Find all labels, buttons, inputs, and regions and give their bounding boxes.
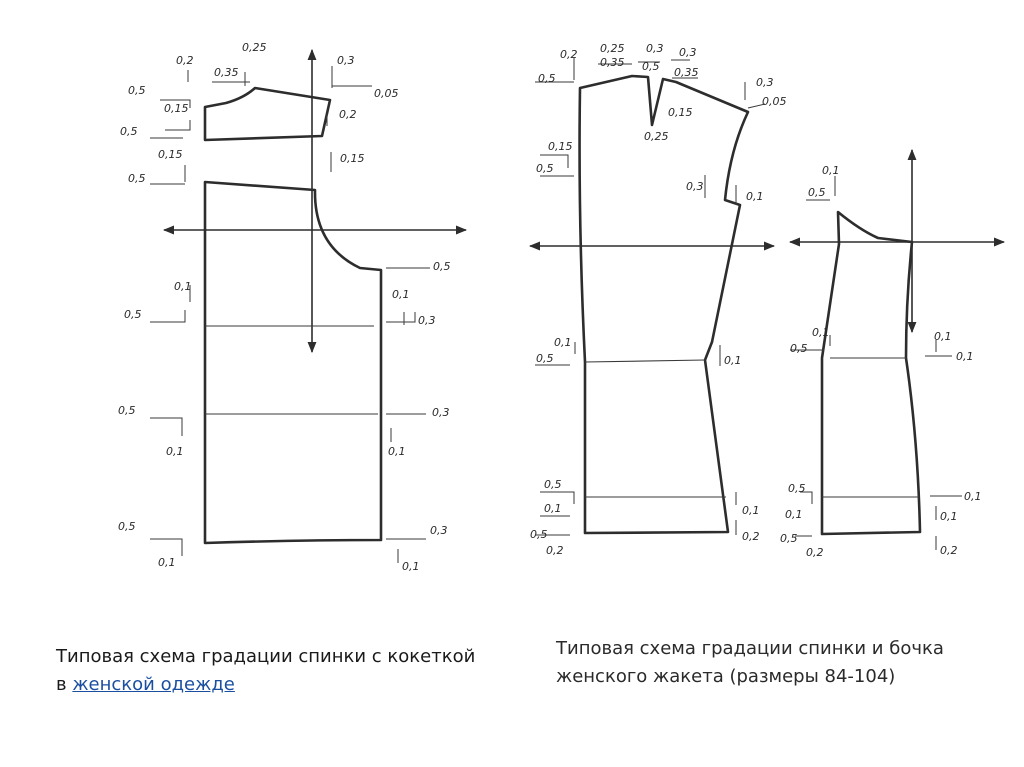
dim-label: 0,1 xyxy=(174,280,192,293)
dim-label: 0,5 xyxy=(120,125,138,138)
dim-label: 0,2 xyxy=(742,530,760,543)
dim-label: 0,05 xyxy=(762,95,787,108)
dim-label: 0,25 xyxy=(600,42,625,55)
dim-label: 0,5 xyxy=(788,482,806,495)
dim-label: 0,35 xyxy=(600,56,625,69)
jacket-back-outline xyxy=(578,74,750,535)
dim-label: 0,3 xyxy=(686,180,704,193)
back-outline xyxy=(203,180,383,545)
dim-label: 0,3 xyxy=(646,42,664,55)
dim-label: 0,5 xyxy=(124,308,142,321)
dim-label: 0,1 xyxy=(158,556,176,569)
dim-label: 0,3 xyxy=(337,54,355,67)
left-caption: Типовая схема градации спинки с кокеткой… xyxy=(56,643,536,699)
dim-label: 0,1 xyxy=(544,502,562,515)
dim-label: 0,5 xyxy=(790,342,808,355)
dim-label: 0,3 xyxy=(430,524,448,537)
dim-label: 0,05 xyxy=(374,87,399,100)
dim-label: 0,25 xyxy=(644,130,669,143)
right-caption-line1: Типовая схема градации спинки и бочка xyxy=(556,638,944,659)
dim-label: 0,15 xyxy=(668,106,693,119)
dim-label: 0,1 xyxy=(964,490,982,503)
dim-label: 0,5 xyxy=(118,520,136,533)
dim-label: 0,5 xyxy=(780,532,798,545)
dim-label: 0,2 xyxy=(560,48,578,61)
dim-label: 0,2 xyxy=(546,544,564,557)
dim-label: 0,15 xyxy=(548,140,573,153)
dim-label: 0,15 xyxy=(164,102,189,115)
dim-label: 0,5 xyxy=(128,84,146,97)
dim-label: 0,1 xyxy=(392,288,410,301)
dim-label: 0,5 xyxy=(433,260,451,273)
side-piece-outline xyxy=(820,210,922,536)
dim-label: 0,3 xyxy=(432,406,450,419)
dim-label: 0,2 xyxy=(176,54,194,67)
middle-dimension-leaders xyxy=(535,58,766,536)
dim-label: 0,5 xyxy=(128,172,146,185)
dim-label: 0,3 xyxy=(756,76,774,89)
left-caption-line2: в женской одежде xyxy=(56,671,536,699)
left-caption-prefix: в xyxy=(56,674,67,695)
dim-label: 0,1 xyxy=(166,445,184,458)
dim-label: 0,2 xyxy=(339,108,357,121)
dim-label: 0,35 xyxy=(674,66,699,79)
middle-figure-jacket-back: 0,2 0,25 0,35 0,3 0,5 0,5 0,3 0,35 0,3 0… xyxy=(528,42,787,557)
dim-label: 0,5 xyxy=(118,404,136,417)
dim-label: 0,1 xyxy=(388,445,406,458)
dim-label: 0,2 xyxy=(806,546,824,559)
dim-label: 0,15 xyxy=(158,148,183,161)
right-caption: Типовая схема градации спинки и бочка же… xyxy=(556,635,1006,691)
left-dimension-leaders xyxy=(150,66,430,563)
dim-label: 0,25 xyxy=(242,41,267,54)
womens-clothing-link[interactable]: женской одежде xyxy=(72,674,235,695)
right-dimension-leaders xyxy=(790,176,962,550)
dim-label: 0,1 xyxy=(785,508,803,521)
left-caption-line1: Типовая схема градации спинки с кокеткой xyxy=(56,646,476,667)
dim-label: 0,5 xyxy=(538,72,556,85)
dim-label: 0,5 xyxy=(536,352,554,365)
left-figure-back-with-yoke: 0,25 0,2 0,35 0,3 0,5 0,05 0,15 0,2 0,5 … xyxy=(118,41,468,573)
dim-label: 0,2 xyxy=(940,544,958,557)
dim-label: 0,1 xyxy=(402,560,420,573)
dim-label: 0,35 xyxy=(214,66,239,79)
dim-label: 0,1 xyxy=(812,326,830,339)
dim-label: 0,1 xyxy=(746,190,764,203)
dim-label: 0,5 xyxy=(544,478,562,491)
yoke-outline xyxy=(203,86,332,142)
right-figure-side-piece: 0,1 0,5 0,1 0,5 0,1 0,1 0,5 0,1 0,5 0,2 … xyxy=(780,148,1006,559)
dim-label: 0,3 xyxy=(418,314,436,327)
dim-label: 0,1 xyxy=(934,330,952,343)
dim-label: 0,1 xyxy=(956,350,974,363)
dim-label: 0,1 xyxy=(940,510,958,523)
pattern-grading-drawing: 0,25 0,2 0,35 0,3 0,5 0,05 0,15 0,2 0,5 … xyxy=(118,41,1006,573)
middle-chest-line xyxy=(584,359,706,363)
dim-label: 0,5 xyxy=(530,528,548,541)
dim-label: 0,1 xyxy=(554,336,572,349)
dim-label: 0,5 xyxy=(536,162,554,175)
dim-label: 0,15 xyxy=(340,152,365,165)
dim-label: 0,1 xyxy=(724,354,742,367)
right-caption-line2: женского жакета (размеры 84-104) xyxy=(556,666,896,687)
dim-label: 0,1 xyxy=(822,164,840,177)
dim-label: 0,3 xyxy=(679,46,697,59)
dim-label: 0,5 xyxy=(642,60,660,73)
dim-label: 0,5 xyxy=(808,186,826,199)
dim-label: 0,1 xyxy=(742,504,760,517)
